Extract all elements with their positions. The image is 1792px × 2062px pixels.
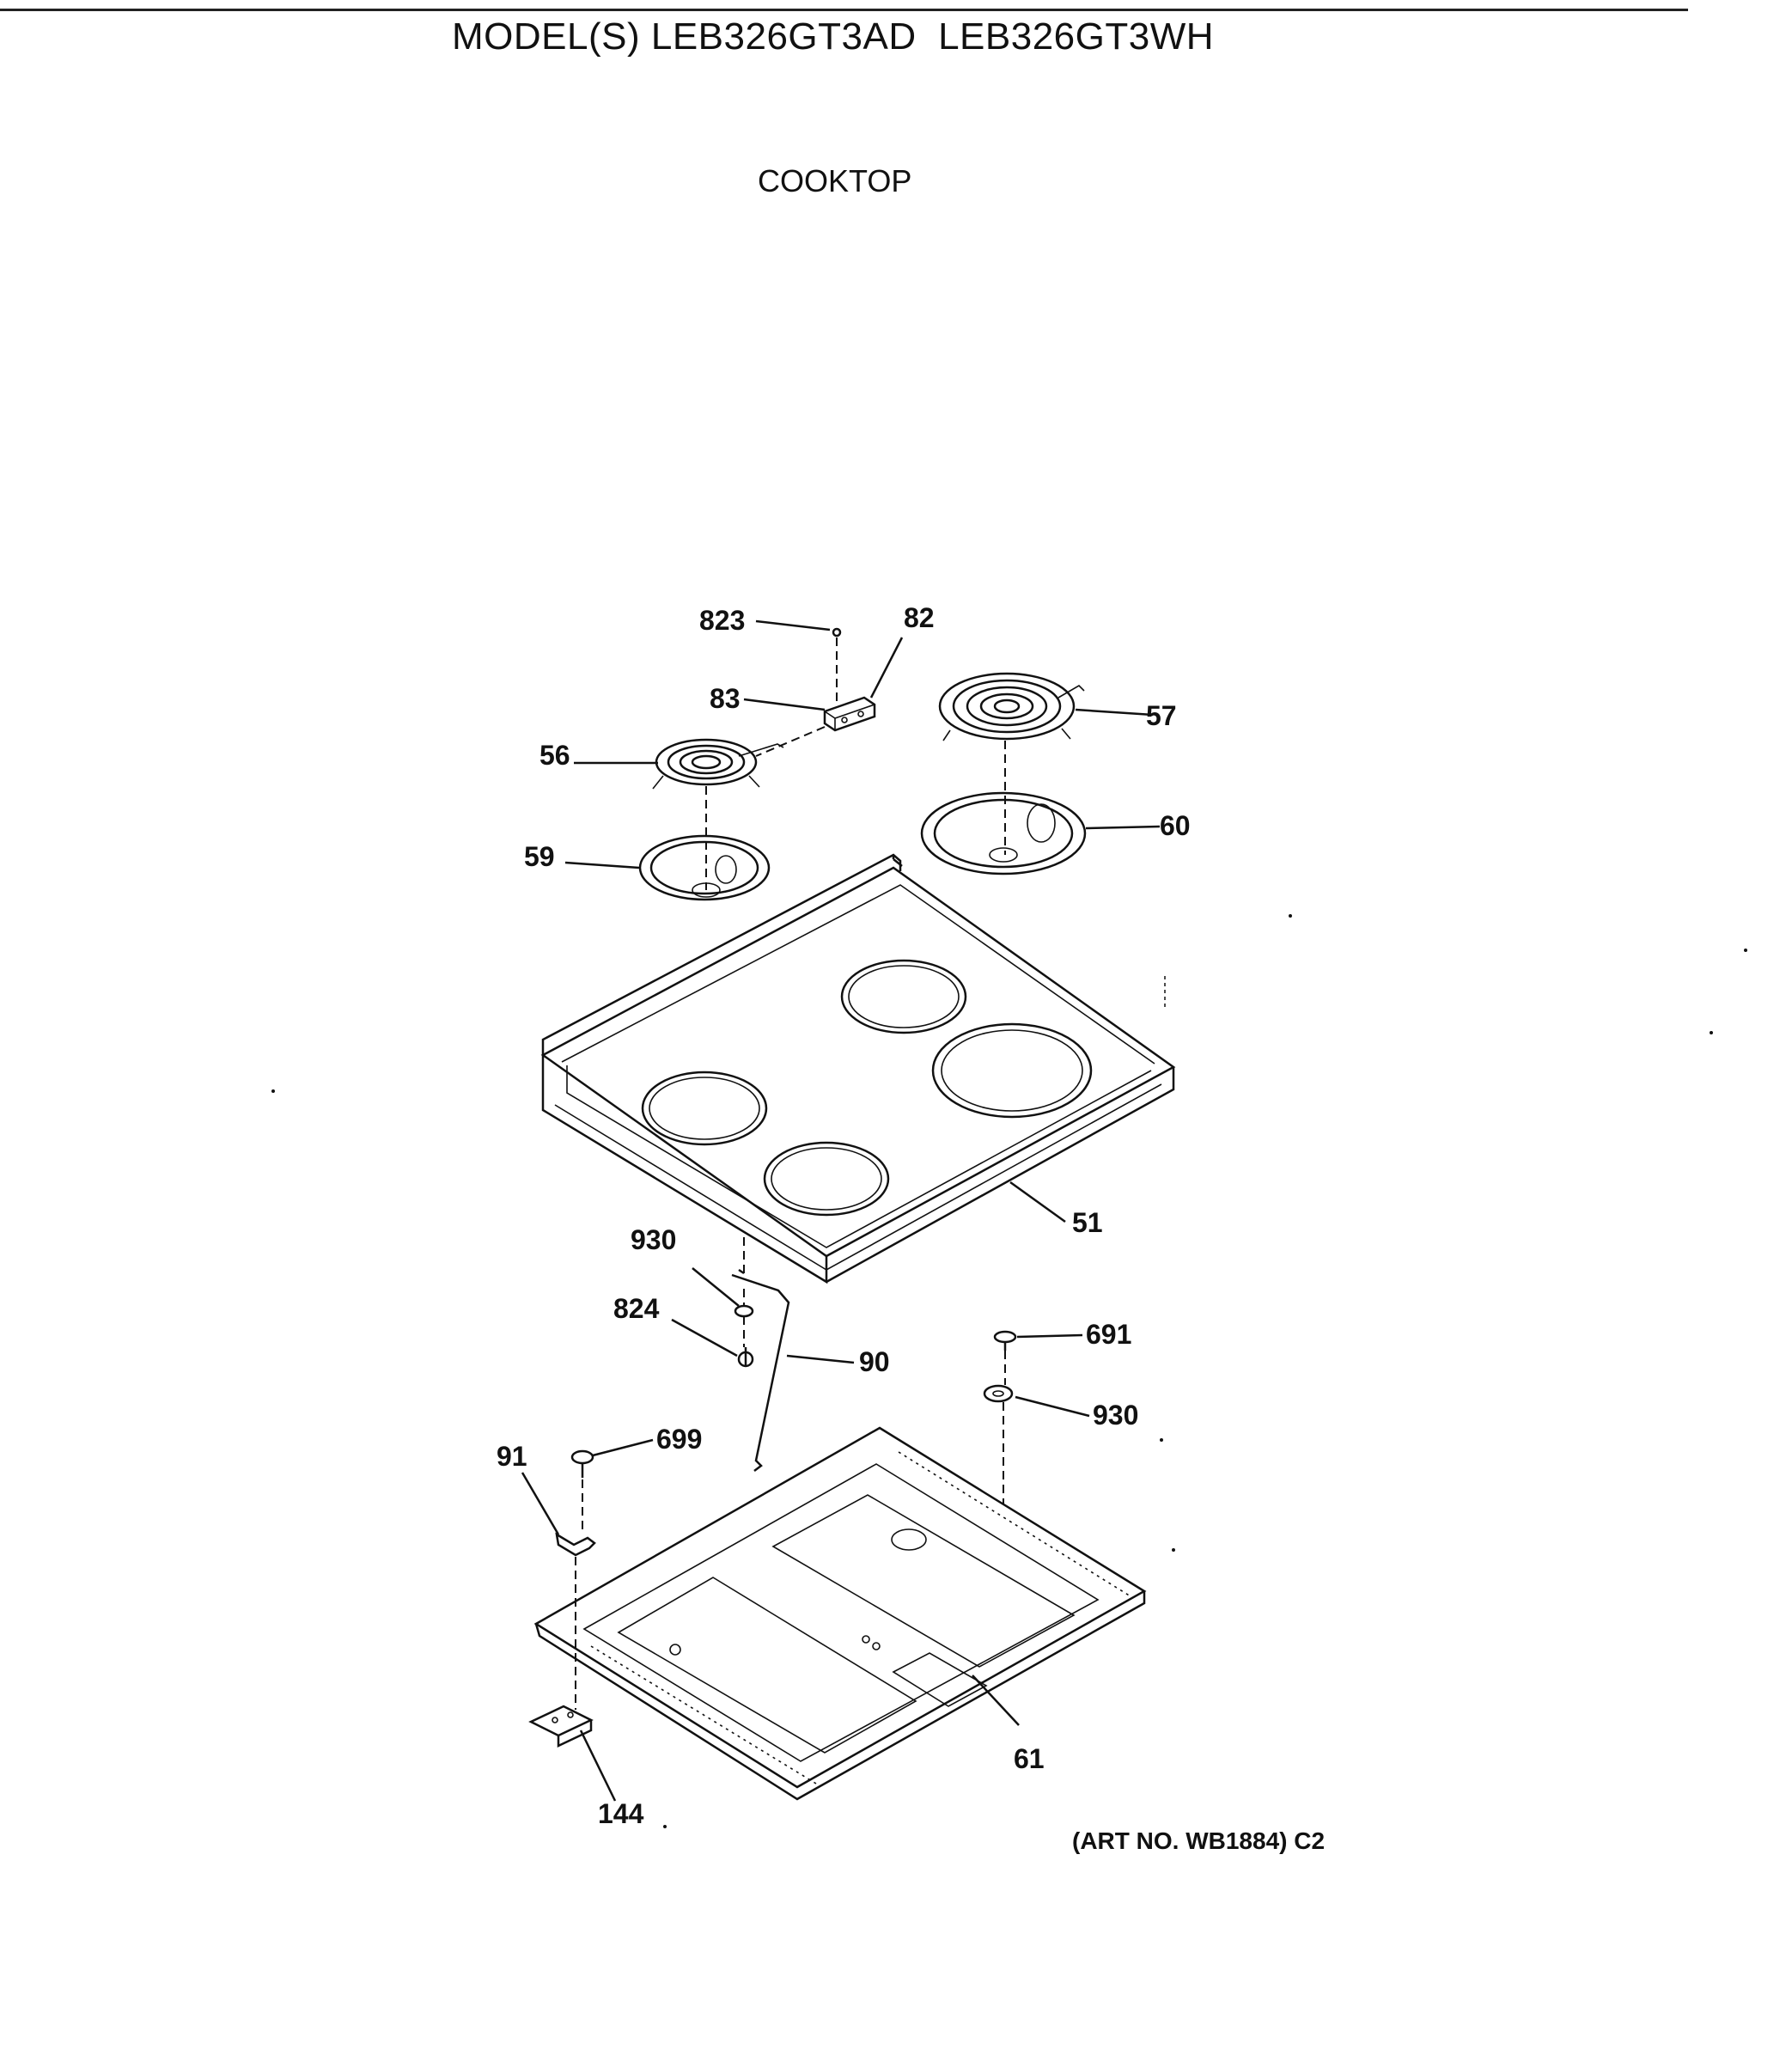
leader-lines	[521, 619, 1161, 1802]
part-label-83: 83	[710, 683, 741, 714]
part-label-824: 824	[613, 1293, 660, 1324]
part-label-930-right: 930	[1093, 1400, 1138, 1431]
part-label-691: 691	[1086, 1319, 1131, 1350]
model-title: MODEL(S) LEB326GT3AD LEB326GT3WH	[452, 15, 1215, 58]
part-label-930-left: 930	[631, 1224, 676, 1255]
bottom-cooktop-pan	[533, 1426, 1147, 1801]
washer-930-left	[734, 1289, 754, 1318]
large-surface-element	[938, 672, 1085, 741]
scan-specks	[271, 914, 1747, 1828]
small-surface-element	[652, 738, 784, 790]
part-label-90: 90	[859, 1346, 890, 1377]
part-label-699: 699	[656, 1424, 702, 1455]
bracket-91	[555, 1532, 596, 1710]
terminal-block	[755, 627, 876, 757]
cooktop-support-rod	[731, 1237, 790, 1472]
main-cooktop	[540, 853, 1176, 1284]
part-label-823: 823	[699, 605, 745, 636]
small-drip-pan	[638, 786, 771, 901]
screw-824	[737, 1316, 754, 1368]
part-label-57: 57	[1146, 700, 1177, 731]
bracket-144	[528, 1705, 594, 1748]
part-label-60: 60	[1160, 810, 1191, 841]
washer-930-right	[983, 1384, 1014, 1504]
part-label-61: 61	[1014, 1743, 1045, 1774]
part-label-91: 91	[497, 1441, 527, 1472]
art-number: (ART NO. WB1884) C2	[1072, 1827, 1325, 1854]
part-label-59: 59	[524, 841, 555, 872]
part-label-82: 82	[904, 602, 935, 633]
screw-699	[570, 1449, 594, 1529]
part-label-56: 56	[539, 740, 570, 771]
section-title: COOKTOP	[758, 163, 912, 198]
part-label-144: 144	[598, 1798, 644, 1829]
large-drip-pan	[920, 741, 1087, 875]
screw-691	[993, 1330, 1017, 1385]
part-label-51: 51	[1072, 1207, 1103, 1238]
header-rule	[0, 9, 1688, 11]
